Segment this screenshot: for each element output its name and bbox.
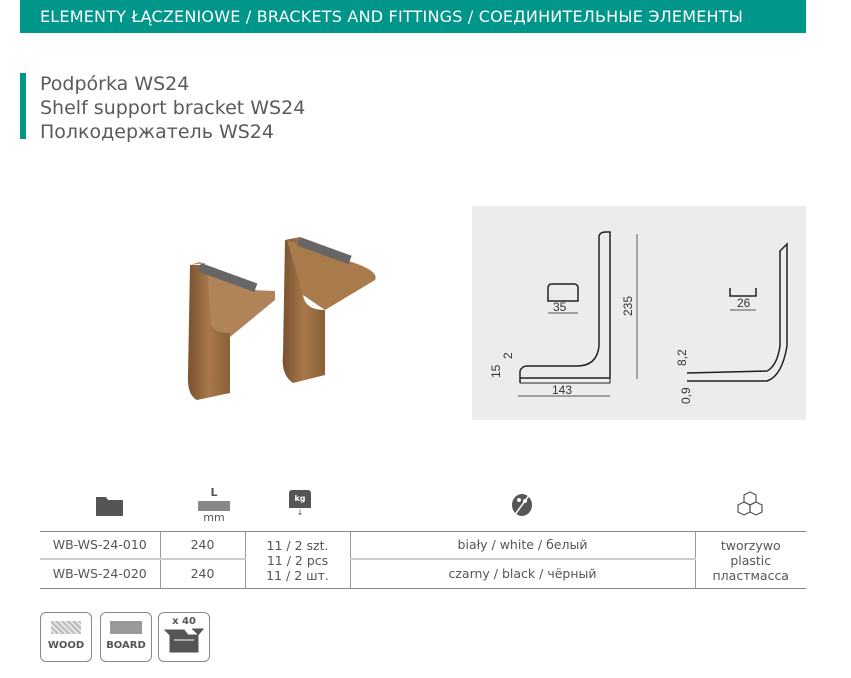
material-cubes-icon bbox=[736, 488, 764, 528]
technical-drawing: 35 235 143 15 2 26 8,2 0,9 bbox=[472, 206, 806, 420]
board-badge: BOARD bbox=[100, 612, 152, 662]
dim-0-9: 0,9 bbox=[679, 387, 693, 404]
box-qty-label: x 40 bbox=[172, 616, 196, 627]
box-icon bbox=[163, 628, 205, 653]
bracket-right bbox=[282, 237, 376, 383]
dim-8-2: 8,2 bbox=[675, 349, 689, 366]
board-label: BOARD bbox=[106, 640, 146, 651]
material-cell: tworzywo plastic пластмасса bbox=[694, 531, 806, 589]
board-icon bbox=[110, 621, 142, 634]
length-cell: 240 bbox=[159, 531, 245, 559]
material-ru: пластмасса bbox=[712, 567, 789, 583]
box-quantity-badge: x 40 bbox=[158, 612, 210, 662]
load-ru: 11 / 2 шт. bbox=[266, 567, 329, 583]
product-title: Podpórka WS24 Shelf support bracket WS24… bbox=[40, 72, 305, 144]
color-cell: biały / white / белый bbox=[349, 531, 695, 559]
wood-badge: WOOD bbox=[40, 612, 92, 662]
title-ru: Полкодержатель WS24 bbox=[40, 121, 274, 143]
product-photo bbox=[187, 237, 376, 400]
length-cell: 240 bbox=[159, 557, 245, 589]
dim-143: 143 bbox=[552, 383, 572, 397]
dim-15: 15 bbox=[489, 364, 503, 378]
wood-label: WOOD bbox=[47, 640, 85, 651]
table-row: WB-WS-24-020 240 czarny / black / чёрный bbox=[40, 557, 806, 589]
code-cell: WB-WS-24-010 bbox=[40, 531, 160, 559]
table-row: WB-WS-24-010 240 11 / 2 szt. 11 / 2 pcs … bbox=[40, 531, 806, 589]
dim-235: 235 bbox=[621, 296, 635, 316]
load-cell: 11 / 2 szt. 11 / 2 pcs 11 / 2 шт. bbox=[244, 531, 350, 589]
title-accent-bar bbox=[20, 73, 26, 139]
title-en: Shelf support bracket WS24 bbox=[40, 97, 306, 119]
length-unit: mm bbox=[203, 511, 225, 524]
section-header: ELEMENTY ŁĄCZENIOWE / BRACKETS AND FITTI… bbox=[20, 0, 806, 33]
bracket-left bbox=[187, 262, 275, 400]
dim-26: 26 bbox=[737, 296, 751, 310]
wood-texture-icon bbox=[51, 621, 81, 634]
code-cell: WB-WS-24-020 bbox=[40, 557, 160, 589]
load-pl: 11 / 2 szt. bbox=[266, 537, 329, 553]
ruler-icon bbox=[198, 501, 230, 511]
weight-label: kg bbox=[289, 490, 311, 508]
title-pl: Podpórka WS24 bbox=[40, 73, 190, 95]
material-en: plastic bbox=[730, 552, 772, 568]
length-label: L bbox=[210, 486, 218, 499]
dim-2: 2 bbox=[501, 352, 515, 359]
weight-icon: kg ↓ bbox=[289, 488, 311, 528]
color-cell: czarny / black / чёрный bbox=[349, 557, 695, 589]
length-icon: L mm bbox=[196, 486, 232, 528]
palette-icon bbox=[510, 488, 534, 528]
load-en: 11 / 2 pcs bbox=[266, 552, 329, 568]
folder-icon bbox=[95, 488, 127, 528]
product-table: WB-WS-24-010 240 11 / 2 szt. 11 / 2 pcs … bbox=[40, 531, 806, 589]
dim-35: 35 bbox=[553, 300, 567, 314]
material-pl: tworzywo bbox=[720, 537, 781, 553]
